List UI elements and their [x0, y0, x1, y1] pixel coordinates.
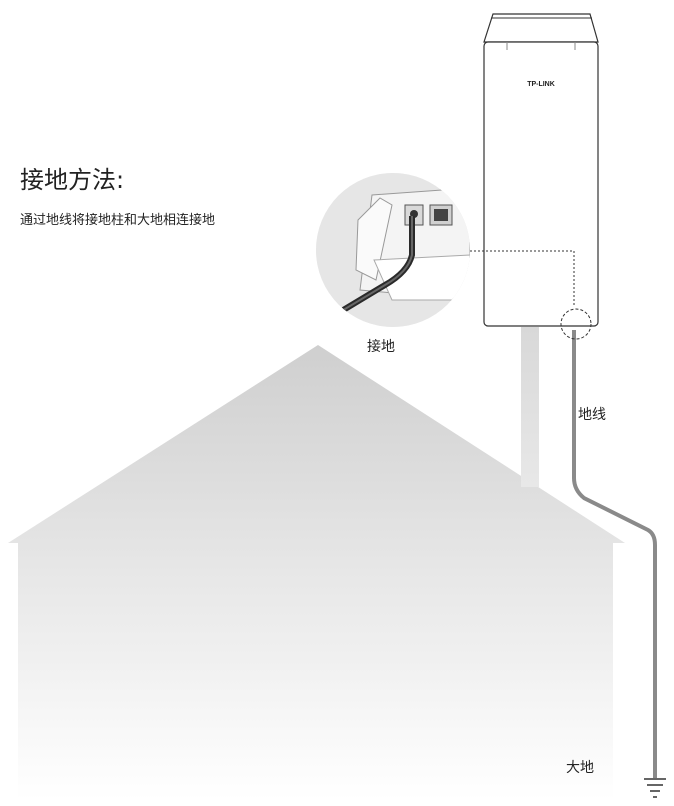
house-illustration	[8, 345, 625, 800]
access-point-device	[483, 13, 599, 327]
page-subtitle: 通过地线将接地柱和大地相连接地	[20, 213, 216, 228]
device-brand-logo: TP-LINK	[527, 81, 555, 88]
ground-wire-label: 地线	[578, 407, 606, 423]
earth-label: 大地	[566, 760, 594, 776]
earth-ground-symbol	[644, 778, 666, 798]
zoom-callout-line	[462, 250, 575, 307]
ground-point-label: 接地	[367, 339, 395, 355]
ground-point-highlight	[560, 308, 592, 340]
mounting-pole	[521, 327, 539, 487]
zoom-detail-circle	[316, 173, 470, 327]
ground-wire	[572, 330, 657, 778]
page-title: 接地方法:	[20, 166, 125, 194]
